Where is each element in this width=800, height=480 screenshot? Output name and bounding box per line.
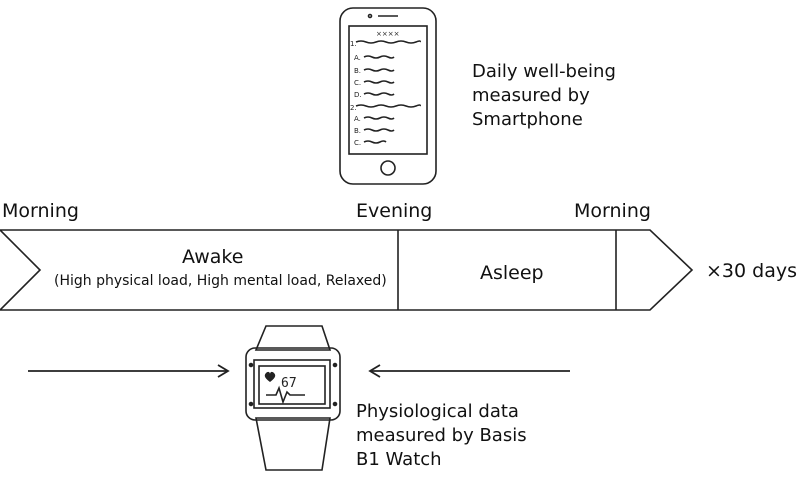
smartphone-caption-line: Smartphone bbox=[472, 109, 583, 130]
phone-option-mark: A. bbox=[354, 115, 361, 123]
watch-caption-line: B1 Watch bbox=[356, 449, 442, 470]
awake-label: Awake bbox=[182, 246, 244, 268]
timeline-arrow bbox=[0, 229, 694, 311]
watch-icon bbox=[245, 325, 341, 471]
smartphone-caption-line: Daily well-being bbox=[472, 61, 616, 82]
phone-option-mark: D. bbox=[354, 91, 362, 99]
heart-rate-value: 67 bbox=[281, 376, 297, 391]
awake-sublabel: (High physical load, High mental load, R… bbox=[54, 273, 387, 289]
phone-q1-mark: 1. bbox=[350, 40, 357, 48]
time-label-morning-end: Morning bbox=[574, 200, 651, 222]
watch-caption-line: measured by Basis bbox=[356, 425, 527, 446]
asleep-label: Asleep bbox=[480, 262, 544, 284]
arrow-left-icon bbox=[368, 364, 570, 378]
arrow-right-icon bbox=[28, 364, 230, 378]
repeat-label: ×30 days bbox=[706, 260, 797, 282]
phone-option-mark: A. bbox=[354, 54, 361, 62]
phone-header-marks: ×××× bbox=[376, 30, 399, 38]
time-label-evening: Evening bbox=[356, 200, 433, 222]
time-label-morning-start: Morning bbox=[2, 200, 79, 222]
phone-option-mark: B. bbox=[354, 127, 361, 135]
watch-caption-line: Physiological data bbox=[356, 401, 519, 422]
smartphone-caption: Daily well-being measured by Smartphone bbox=[472, 60, 616, 132]
watch-caption: Physiological data measured by Basis B1 … bbox=[356, 400, 527, 472]
smartphone-icon bbox=[339, 7, 437, 185]
phone-option-mark: B. bbox=[354, 67, 361, 75]
heart-icon bbox=[264, 371, 276, 382]
phone-option-mark: C. bbox=[354, 139, 361, 147]
smartphone-caption-line: measured by bbox=[472, 85, 590, 106]
phone-q2-mark: 2. bbox=[350, 104, 357, 112]
phone-option-mark: C. bbox=[354, 79, 361, 87]
